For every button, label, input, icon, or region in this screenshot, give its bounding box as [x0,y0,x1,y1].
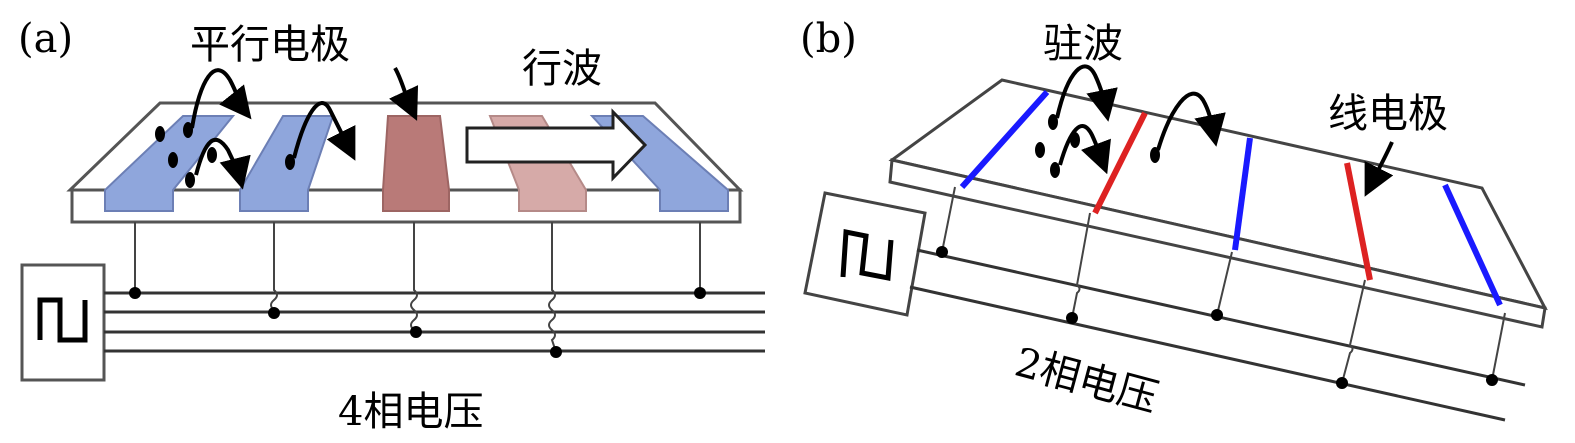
traveling-wave-arrow [465,108,648,182]
two-phase-voltage-label: 2相电压 [1010,340,1162,422]
line-electrode-red-1 [1092,111,1148,215]
line-electrode-blue-2 [1232,137,1253,251]
standing-wave-label: 驻波 [1043,21,1123,67]
square-wave-source [20,263,106,382]
two-phase-bus [803,186,1526,422]
line-electrode-blue-1 [959,89,1050,190]
line-electrode-red-2 [1344,162,1373,281]
traveling-wave-label: 行波 [522,46,602,92]
square-wave-icon [37,297,88,343]
panel-a: (a) 平行电极 行波 4相电压 [18,16,765,435]
substrate-plate-b [888,78,1548,329]
panel-b: (b) 驻波 线电极 2相电压 [800,16,1548,422]
line-electrodes [959,89,1503,307]
electrode-red [382,115,450,212]
square-wave-icon-b [840,228,894,281]
particle-hops [155,66,419,190]
particle-hops-b [1035,64,1394,197]
panel-a-tag: (a) [18,16,73,62]
line-electrode-label: 线电极 [1328,91,1448,137]
panel-b-tag: (b) [800,16,857,62]
parallel-electrode-label: 平行电极 [190,22,350,68]
four-phase-voltage-label: 4相电压 [338,389,483,435]
four-phase-bus [20,222,765,382]
line-electrode-blue-3 [1442,183,1503,307]
